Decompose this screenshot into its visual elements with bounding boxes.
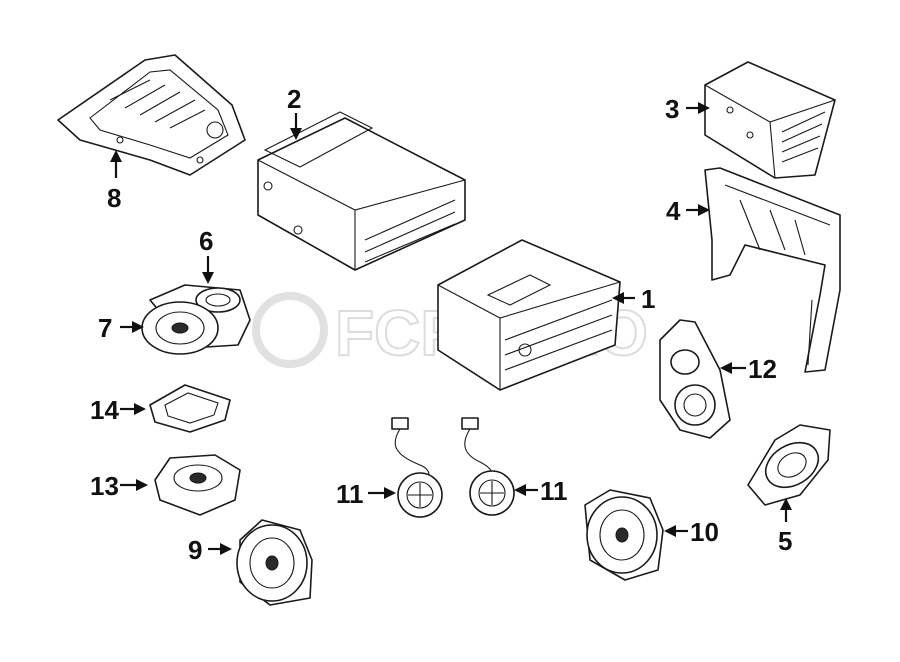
callout-1: 1 xyxy=(641,284,655,314)
callout-7: 7 xyxy=(98,313,112,343)
part-10-speaker xyxy=(584,489,664,581)
callout-12: 12 xyxy=(748,354,777,384)
callout-4: 4 xyxy=(666,196,681,226)
callout-9: 9 xyxy=(188,535,202,565)
callout-5: 5 xyxy=(778,526,792,556)
part-2-box xyxy=(257,111,466,271)
part-14-gasket xyxy=(149,384,231,433)
callout-3: 3 xyxy=(665,94,679,124)
part-12-dual-speaker xyxy=(659,319,731,439)
part-1-head-unit xyxy=(437,239,621,391)
callout-11-right: 11 xyxy=(540,476,568,506)
part-11-tweeter-right xyxy=(461,417,515,516)
callout-arrows xyxy=(110,102,792,555)
part-7-speaker xyxy=(141,301,219,355)
callout-labels: 1 2 3 4 5 6 7 8 9 10 11 11 12 13 14 xyxy=(90,84,792,565)
callout-8: 8 xyxy=(107,183,121,213)
part-3-module xyxy=(704,61,836,179)
part-13-speaker-base xyxy=(154,454,241,516)
part-11-tweeter-left xyxy=(391,417,443,518)
part-9-speaker xyxy=(236,519,313,606)
callout-6: 6 xyxy=(199,226,213,256)
callout-11-left: 11 xyxy=(336,479,364,509)
callout-2: 2 xyxy=(287,84,301,114)
callout-10: 10 xyxy=(690,517,719,547)
part-8-panel xyxy=(57,54,246,176)
callout-14: 14 xyxy=(90,395,119,425)
part-4-bracket xyxy=(704,167,841,373)
part-5-speaker xyxy=(747,424,831,506)
callout-13: 13 xyxy=(90,471,119,501)
